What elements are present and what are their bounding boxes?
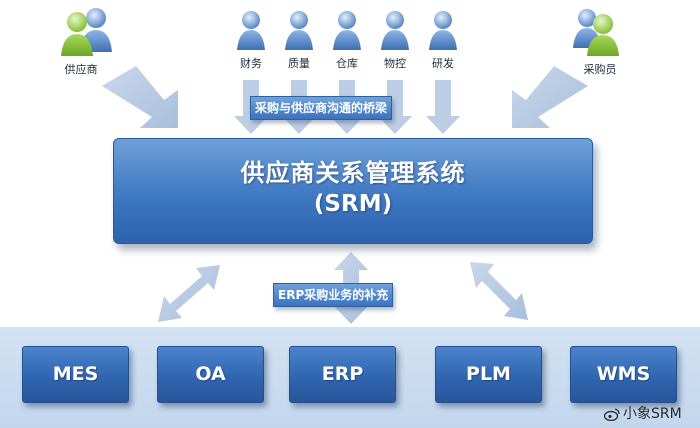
warehouse-label: 仓库	[336, 57, 358, 70]
quality-label: 质量	[288, 57, 310, 70]
warehouse-person-icon	[333, 11, 361, 50]
arrow-supplier	[102, 66, 178, 128]
logistics-person-icon	[381, 11, 409, 50]
srm-title: 供应商关系管理系统	[240, 159, 466, 187]
watermark-text: 小象SRM	[623, 406, 682, 422]
arrow-logistics	[378, 80, 412, 134]
system-erp: ERP	[289, 346, 396, 403]
buyer-label: 采购员	[583, 63, 617, 76]
buyer-icon	[573, 9, 619, 56]
arrow-bottom-right	[470, 262, 528, 320]
system-mes: MES	[22, 346, 129, 403]
srm-subtitle: (SRM)	[313, 191, 393, 217]
finance-person-icon	[237, 11, 265, 50]
arrow-buyer	[512, 66, 588, 128]
quality-person-icon	[285, 11, 313, 50]
rnd-person-icon	[429, 11, 457, 50]
logistics-label: 物控	[384, 57, 406, 70]
rnd-label: 研发	[432, 57, 454, 70]
bridge-tag: 采购与供应商沟通的桥梁	[250, 96, 393, 120]
supplement-tag: ERP采购业务的补充	[273, 283, 394, 307]
finance-label: 财务	[240, 57, 262, 70]
srm-core-box: 供应商关系管理系统 (SRM)	[113, 138, 593, 244]
arrow-rnd	[426, 80, 460, 134]
system-wms: WMS	[570, 346, 677, 403]
supplier-label: 供应商	[64, 63, 98, 76]
supplier-icon	[61, 8, 112, 56]
watermark: 小象SRM	[604, 403, 682, 423]
system-oa: OA	[157, 346, 264, 403]
system-plm: PLM	[435, 346, 542, 403]
weibo-icon	[604, 407, 620, 421]
arrow-bottom-left	[158, 265, 220, 322]
